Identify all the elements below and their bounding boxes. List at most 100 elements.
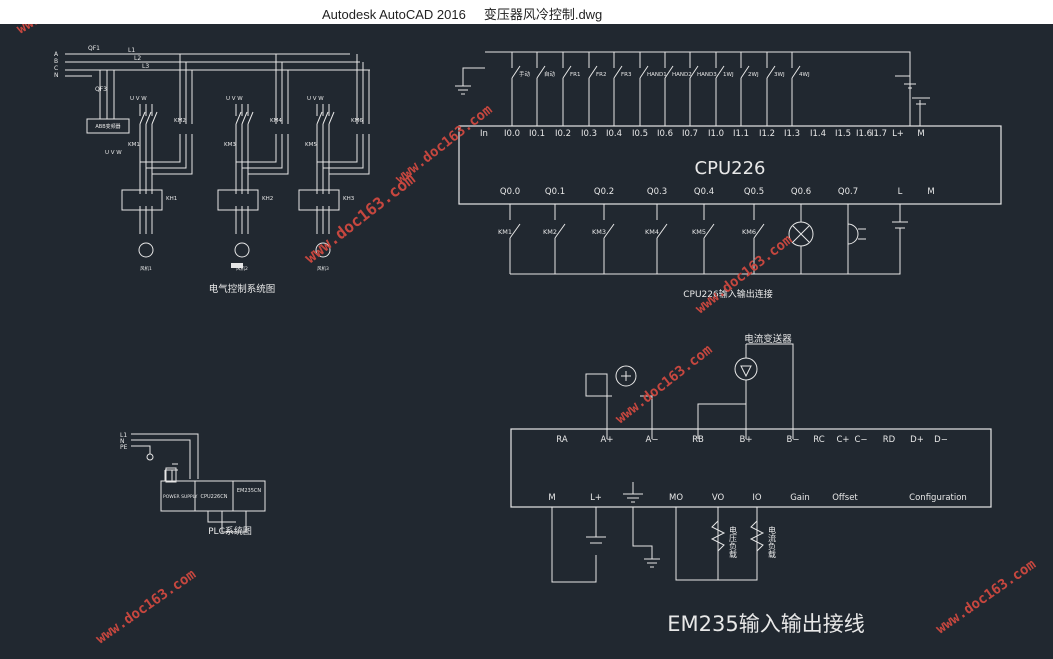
current-load-label: 电流负载 [768, 525, 777, 559]
em-module-box [232, 480, 266, 512]
input-switch-label: FR3 [621, 72, 632, 78]
input-switch-label: 4WJ [799, 72, 810, 78]
motor-icon [234, 242, 250, 258]
input-switch [588, 52, 598, 126]
cpu-input-i05: I0.5 [632, 129, 648, 139]
output-coil-label: KM3 [592, 228, 606, 236]
qf3-branch [99, 70, 115, 119]
input-switch [740, 52, 750, 126]
cpu-output-q03: Q0.3 [647, 187, 667, 197]
caption-plc: PLC系统图 [208, 525, 252, 537]
phase-label: A [54, 51, 59, 58]
cpu-input-i11: I1.1 [733, 129, 749, 139]
input-switch [536, 52, 546, 126]
phase-wire [145, 104, 152, 234]
l2-label: L2 [134, 55, 141, 62]
phase-wire [322, 104, 329, 234]
converter-box [86, 118, 130, 134]
cpu-output-q00: Q0.0 [500, 187, 520, 197]
psu-label: POWER SUPPLY [163, 494, 198, 500]
cpu-input-i16: I1.6 [856, 129, 872, 139]
horn-icon [847, 223, 866, 245]
cpu-input-i12: I1.2 [759, 129, 775, 139]
cpu-output-m: M [927, 187, 934, 197]
qf3-label: QF3 [95, 86, 107, 93]
motor-label: 风机1 [140, 265, 152, 272]
output-coil-label: KM4 [645, 228, 659, 236]
cpu226-box [458, 125, 1002, 205]
input-switch-label: HAND1 [647, 72, 667, 78]
motor-label: 风机3 [317, 265, 329, 272]
watermark-layer: www.doc163.com www.doc163.com www.doc163.c… [14, 0, 1039, 647]
em235-terminal-8: C− [854, 435, 867, 445]
bypass-wire [317, 54, 370, 175]
contactor-label: KM1 [128, 142, 140, 148]
cpu-input-i07: I0.7 [682, 129, 698, 139]
cpu-module-label: CPU226CN [201, 494, 228, 500]
input-switch [715, 52, 725, 126]
watermark-text: www.doc163.com [93, 566, 199, 647]
cpu-output-q01: Q0.1 [545, 187, 565, 197]
output-contact [656, 204, 668, 274]
watermark-text: www.doc163.com [933, 556, 1039, 637]
plc-line-l1: L1 [120, 432, 127, 439]
thermal-relay-box [217, 189, 259, 211]
em235-terminal-11: D− [934, 435, 948, 445]
uvw-label: U V W [130, 96, 147, 102]
input-switch [639, 52, 649, 126]
phase-wire [241, 104, 248, 234]
em235-terminal-io: IO [752, 493, 762, 503]
output-coil-label: KM1 [498, 228, 512, 236]
ground-symbol [455, 67, 485, 95]
phase-wire [328, 104, 335, 234]
em235-terminal-5: B− [787, 435, 800, 445]
em235-terminal-3: RB [692, 435, 704, 445]
file-name: 变压器风冷控制.dwg [483, 7, 603, 22]
transducer-label: 电流变送器 [744, 333, 792, 345]
cpu-input-i15: I1.5 [835, 129, 851, 139]
contactor-label: KM5 [305, 142, 317, 148]
watermark-text: www.doc163.com [393, 102, 496, 187]
lamp-horn-wiring [800, 204, 849, 274]
caption-elec: 电气控制系统图 [209, 283, 276, 295]
uvw-label: U V W [307, 96, 324, 102]
em235-terminal-configuration: Configuration [909, 493, 967, 503]
thermal-relay-box [298, 189, 340, 211]
cpu-output-l: L [898, 187, 903, 197]
input-switch-label: FR1 [570, 72, 580, 78]
caption-cpu-io: CPU226输入输出连接 [683, 288, 772, 300]
cpu-bottom-bus [510, 246, 901, 275]
output-contact [554, 204, 566, 274]
cpu-input-i06: I0.6 [657, 129, 673, 139]
input-switch [791, 52, 801, 126]
cpu226-title: CPU226 [695, 158, 766, 179]
qf1-label: QF1 [88, 45, 100, 52]
lamp-icon [788, 221, 814, 247]
input-switch [613, 52, 623, 126]
input-switch-label: FR2 [596, 72, 606, 78]
main-bus [65, 53, 370, 77]
cpu-input-i17: I1.7 [871, 129, 887, 139]
em235-terminal-offset: Offset [832, 493, 858, 503]
battery-symbol [895, 75, 916, 89]
uvw-label: U V W [226, 96, 243, 102]
em235-terminal-1: A+ [601, 435, 614, 445]
phase-wire [235, 104, 242, 234]
cpu-output-q06: Q0.6 [791, 187, 811, 197]
output-contact [509, 204, 521, 274]
cpu-top-bus [485, 51, 911, 126]
cpu-input-i10: I1.0 [708, 129, 724, 139]
voltage-load-label: 电压负载 [729, 525, 738, 559]
cpu-input-i04: I0.4 [606, 129, 622, 139]
em235-terminal-mo: MO [669, 493, 683, 503]
motor-base [231, 263, 243, 268]
motor-label: 风机2 [236, 265, 248, 272]
phase-wire [316, 104, 323, 234]
thermal-relay-label: KH1 [166, 196, 177, 202]
input-switch-label: 1WJ [723, 72, 734, 78]
cpu-input-i02: I0.2 [555, 129, 571, 139]
em-module-label: EM235CN [237, 488, 262, 494]
